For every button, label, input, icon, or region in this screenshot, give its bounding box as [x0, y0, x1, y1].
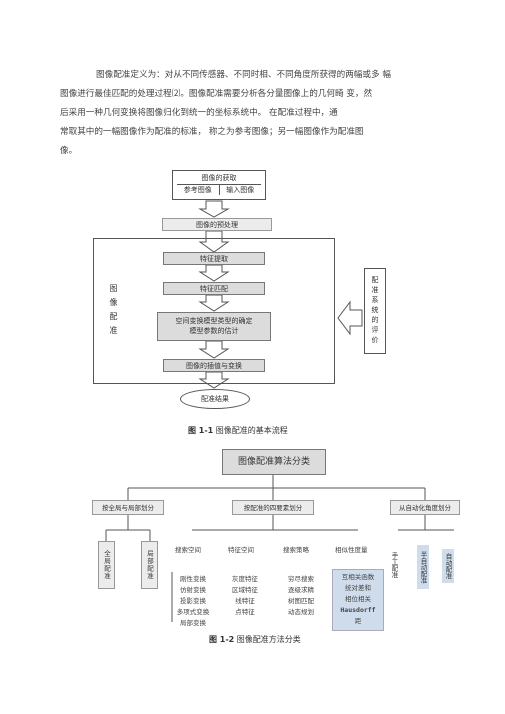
paragraph-line: 后采用一种几何变换将图像归化到统一的坐标系统中。 在配准过程中，通	[60, 108, 338, 118]
figure2-caption-text: 图像配准方法分类	[236, 635, 301, 644]
figure1-caption-text: 图像配准的基本流程	[215, 426, 288, 435]
list-item: 距	[354, 617, 362, 625]
list-item: 相位相关	[345, 595, 371, 603]
list-item: 点特征	[235, 608, 255, 616]
figure2-title-box: 图像配准算法分类	[222, 449, 326, 475]
manual-registration: 手工配准	[388, 548, 400, 582]
list-item: 局部变换	[180, 619, 206, 627]
ref-image-label: 参考图像	[177, 185, 220, 195]
list-item: 动态规划	[288, 608, 314, 616]
col-search-space: 搜索空间	[175, 546, 201, 554]
list-item: 投影变换	[180, 597, 206, 605]
strategy-list: 穷尽搜索 逐级求精 树图匹配 动态规划	[282, 574, 320, 618]
col-feature-space: 特征空间	[228, 546, 254, 554]
preprocess-box: 图像的预处理	[162, 218, 272, 231]
branch-auto-box: 从自动化角度划分	[390, 500, 460, 515]
list-item: 线特征	[235, 597, 255, 605]
semi-auto-registration: 半自动配准	[417, 545, 429, 589]
search-space-list: 刚性变换 仿射变换 投影变换 多项式变换 局部变换	[174, 574, 212, 629]
figure1-caption: 图 1-1 图像配准的基本流程	[188, 425, 288, 436]
list-item: 统对差和	[345, 584, 371, 592]
list-item: 灰度特征	[232, 575, 258, 583]
input-image-label: 输入图像	[226, 186, 255, 194]
resample-box: 图像的插值与变换	[163, 359, 265, 372]
evaluation-box: 配准系统的评价	[364, 268, 386, 354]
feature-extract-box: 特征提取	[163, 252, 265, 265]
list-item: Hausdorff	[340, 606, 376, 614]
acquire-box: 图像的获取 参考图像 输入图像	[172, 170, 266, 200]
feature-match-box: 特征匹配	[163, 282, 265, 295]
paragraph-line: 常取其中的一幅图像作为配准的标准， 称之为参考图像；另一幅图像作为配准图	[60, 127, 364, 137]
list-item: 树图匹配	[288, 597, 314, 605]
col-similarity: 相似性度量	[335, 546, 368, 554]
branch-global-box: 按全局与局部划分	[92, 500, 164, 515]
paragraph-line: 图像进行最佳匹配的处理过程⑵。图像配准需要分析各分量图像上的几何畸 变，然	[60, 89, 373, 99]
similarity-box: 互相关函数 统对差和 相位相关 Hausdorff 距	[332, 569, 384, 631]
list-item: 刚性变换	[180, 575, 206, 583]
figure1-caption-num: 图 1-1	[188, 426, 214, 435]
transform-line2: 模型参数的估计	[189, 327, 239, 335]
paragraph-line: 像。	[60, 146, 78, 156]
result-ellipse: 配准结果	[180, 389, 250, 409]
list-item: 区域特征	[232, 586, 258, 594]
global-registration-box: 全局配准	[98, 541, 115, 589]
paragraph-line: 图像配准定义为：对从不同传感器、不同时相、不同角度所获得的两幅或多 幅	[96, 70, 391, 80]
auto-registration: 自动配准	[442, 549, 454, 583]
registration-frame	[93, 238, 335, 384]
list-item: 仿射变换	[180, 586, 206, 594]
list-item: 互相关函数	[341, 573, 375, 581]
transform-box: 空间变换模型类型的确定 模型参数的估计	[157, 312, 271, 341]
transform-line1: 空间变换模型类型的确定	[175, 317, 253, 325]
feature-space-list: 灰度特征 区域特征 线特征 点特征	[226, 574, 264, 618]
list-item: 穷尽搜索	[288, 575, 314, 583]
local-registration-box: 局部配准	[141, 541, 158, 589]
figure2-caption: 图 1-2 图像配准方法分类	[209, 634, 301, 645]
registration-label: 图像配准	[109, 284, 118, 340]
acquire-title: 图像的获取	[201, 174, 237, 182]
list-item: 多项式变换	[176, 608, 210, 616]
branch-feature-box: 按配准的四要素划分	[232, 500, 314, 515]
list-item: 逐级求精	[288, 586, 314, 594]
intro-paragraph: 图像配准定义为：对从不同传感器、不同时相、不同角度所获得的两幅或多 幅 图像进行…	[60, 66, 440, 161]
figure2-caption-num: 图 1-2	[209, 635, 235, 644]
col-search-strategy: 搜索策略	[283, 546, 309, 554]
